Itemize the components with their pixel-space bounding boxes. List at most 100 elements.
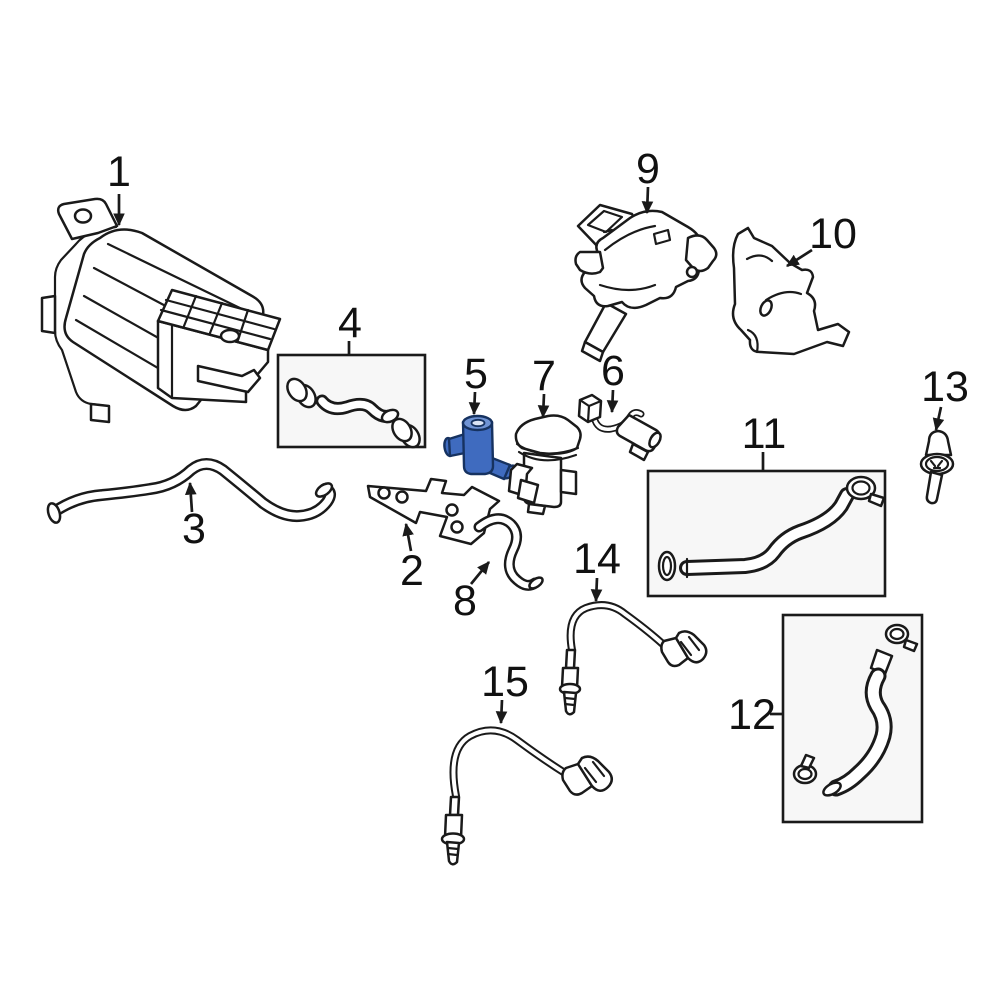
callout-label-10[interactable]: 10: [809, 210, 857, 258]
clamp: [884, 623, 910, 645]
callout-leader-7: [537, 393, 550, 419]
sensor-tab: [628, 442, 650, 462]
sensor-cable-inner: [568, 603, 669, 652]
callout-leader-5: [468, 391, 481, 416]
part-12-hose-kit[interactable]: [781, 613, 924, 824]
kit-hose-end: [380, 408, 400, 424]
callout-label-6[interactable]: 6: [601, 347, 625, 395]
solenoid-cap-rib: [517, 450, 578, 462]
callout-label-3[interactable]: 3: [182, 505, 206, 553]
callout-label-8[interactable]: 8: [453, 577, 477, 625]
bracket-hole: [445, 503, 459, 517]
solenoid-cap-rib: [515, 442, 580, 455]
part-4-hose-kit[interactable]: [276, 353, 427, 451]
clamp-inner: [851, 480, 871, 496]
callout-leader-14: [590, 577, 603, 603]
plate-grid-line: [208, 301, 224, 335]
part-3-long-vent-hose[interactable]: [46, 458, 336, 524]
canister-mount-hole: [73, 208, 93, 224]
pigtail-connector: [577, 393, 603, 424]
sensor-rod: [564, 648, 577, 670]
clamp-ring: [391, 417, 413, 443]
sensor-connector: [660, 636, 690, 668]
part-10-protector-shield[interactable]: [731, 226, 851, 356]
callout-leader-3: [184, 481, 197, 513]
sensor-rod: [448, 795, 461, 817]
part-1-vapor-canister[interactable]: [40, 197, 282, 424]
part-2-mounting-bracket[interactable]: [366, 477, 501, 546]
grommet-flange-inner: [924, 455, 950, 473]
part-15-oxygen-sensor[interactable]: [440, 726, 613, 866]
kit-hose-inner: [318, 397, 393, 421]
bracket-hole: [377, 486, 391, 500]
kit-hose-inner: [830, 670, 890, 794]
part-6-sensor-pigtail[interactable]: [577, 393, 663, 462]
plate-hole: [219, 328, 241, 344]
kit-hose-end: [822, 781, 842, 797]
sensor-body-cap: [648, 431, 662, 449]
part-8-curved-hose[interactable]: [473, 513, 544, 591]
solenoid-tab: [516, 478, 540, 505]
part-7-solenoid-valve[interactable]: [507, 414, 582, 516]
clamp-ring: [657, 550, 677, 582]
callout-label-14[interactable]: 14: [573, 535, 621, 583]
assembly-plate-slot: [586, 209, 624, 234]
clamp-ring: [286, 377, 308, 403]
clamp-inner: [889, 627, 905, 641]
assembly-contour: [603, 224, 657, 252]
callout-label-9[interactable]: 9: [636, 145, 660, 193]
part-11-hose-kit[interactable]: [646, 469, 887, 598]
grommet-marks: [929, 459, 944, 470]
clamp: [845, 475, 877, 501]
callout-leader-6: [606, 389, 619, 414]
canister-bracket-foot: [196, 364, 262, 394]
plate-grid-line: [164, 298, 276, 331]
sensor-thread: [446, 846, 460, 857]
connector-facet: [583, 760, 606, 784]
callout-label-2[interactable]: 2: [400, 547, 424, 595]
callout-label-1[interactable]: 1: [107, 148, 131, 196]
solenoid-bottom-tab: [526, 502, 547, 516]
callout-label-13[interactable]: 13: [921, 363, 969, 411]
kit-hose-inner: [682, 490, 852, 573]
hose-inner: [50, 460, 334, 520]
callout-leader-8: [469, 561, 491, 585]
callout-label-7[interactable]: 7: [532, 352, 556, 400]
clamp-tab: [902, 638, 919, 653]
canister-left-foot: [40, 294, 57, 335]
bracket-hole: [395, 490, 409, 504]
bracket-hole: [450, 520, 464, 534]
callout-label-15[interactable]: 15: [481, 658, 529, 706]
part-9-valve-bracket-assembly[interactable]: [574, 203, 718, 363]
assembly-stub: [574, 250, 605, 275]
callout-label-11[interactable]: 11: [742, 410, 787, 458]
hose-inner: [476, 515, 538, 589]
assembly-leg-end: [580, 340, 605, 363]
callout-leader-15: [495, 699, 508, 725]
clamp-ring-inner: [661, 555, 673, 577]
callout-label-5[interactable]: 5: [464, 350, 488, 398]
plate-grid-line: [182, 294, 198, 328]
shield-fold-line: [746, 328, 759, 354]
part-5-purge-valve-highlighted[interactable]: [443, 414, 519, 481]
clamp-tab: [867, 492, 886, 508]
callout-label-12[interactable]: 12: [728, 691, 776, 739]
shield-fold-line: [764, 290, 803, 302]
clamp-inner: [797, 767, 813, 781]
hose-end-cap: [314, 482, 334, 498]
part-14-oxygen-sensor[interactable]: [558, 601, 708, 716]
assembly-port: [652, 228, 672, 246]
grommet-pin: [925, 470, 944, 505]
shield-fold-line: [745, 254, 774, 263]
callout-label-4[interactable]: 4: [338, 299, 362, 347]
callout-leader-9: [641, 186, 654, 215]
part-13-grommet[interactable]: [919, 429, 955, 505]
clamp-tab: [799, 753, 816, 770]
valve-top-hole: [470, 418, 486, 428]
sensor-thread: [563, 696, 577, 707]
sensor-connector: [576, 755, 613, 792]
assembly-hole: [685, 265, 699, 279]
hose-outline: [473, 513, 541, 591]
